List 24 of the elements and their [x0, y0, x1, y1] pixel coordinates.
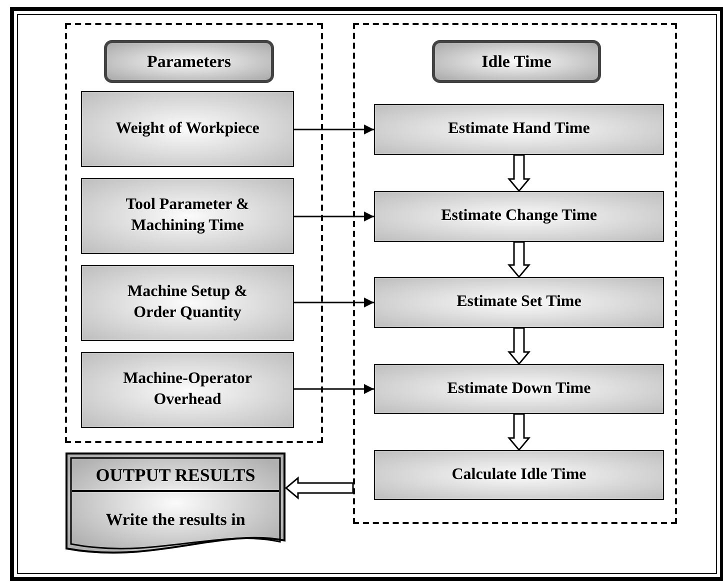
process-box: Calculate Idle Time: [374, 450, 664, 500]
arrow: [294, 298, 374, 308]
process-box: Estimate Down Time: [374, 364, 664, 414]
arrow: [294, 124, 374, 134]
document-text: Write the results in: [104, 510, 246, 530]
hollow-arrow: [284, 476, 354, 500]
process-box: Machine-Operator Overhead: [81, 352, 294, 428]
group-heading: Idle Time: [432, 40, 601, 83]
process-box: Estimate Change Time: [374, 191, 664, 242]
process-box: Estimate Set Time: [374, 277, 664, 328]
group-heading: Parameters: [104, 40, 274, 83]
hollow-arrow: [507, 413, 531, 452]
arrow: [294, 212, 374, 222]
process-box: Weight of Workpiece: [81, 91, 294, 167]
process-box: Machine Setup & Order Quantity: [81, 265, 294, 341]
arrow: [294, 384, 374, 394]
dashed-group-frame: [353, 23, 677, 524]
process-box: Estimate Hand Time: [374, 104, 664, 155]
hollow-arrow: [507, 154, 531, 192]
hollow-arrow: [507, 241, 531, 278]
hollow-arrow: [507, 327, 531, 366]
dashed-group-frame: [65, 23, 323, 443]
document-title: OUTPUT RESULTS: [72, 460, 279, 492]
process-box: Tool Parameter & Machining Time: [81, 178, 294, 254]
